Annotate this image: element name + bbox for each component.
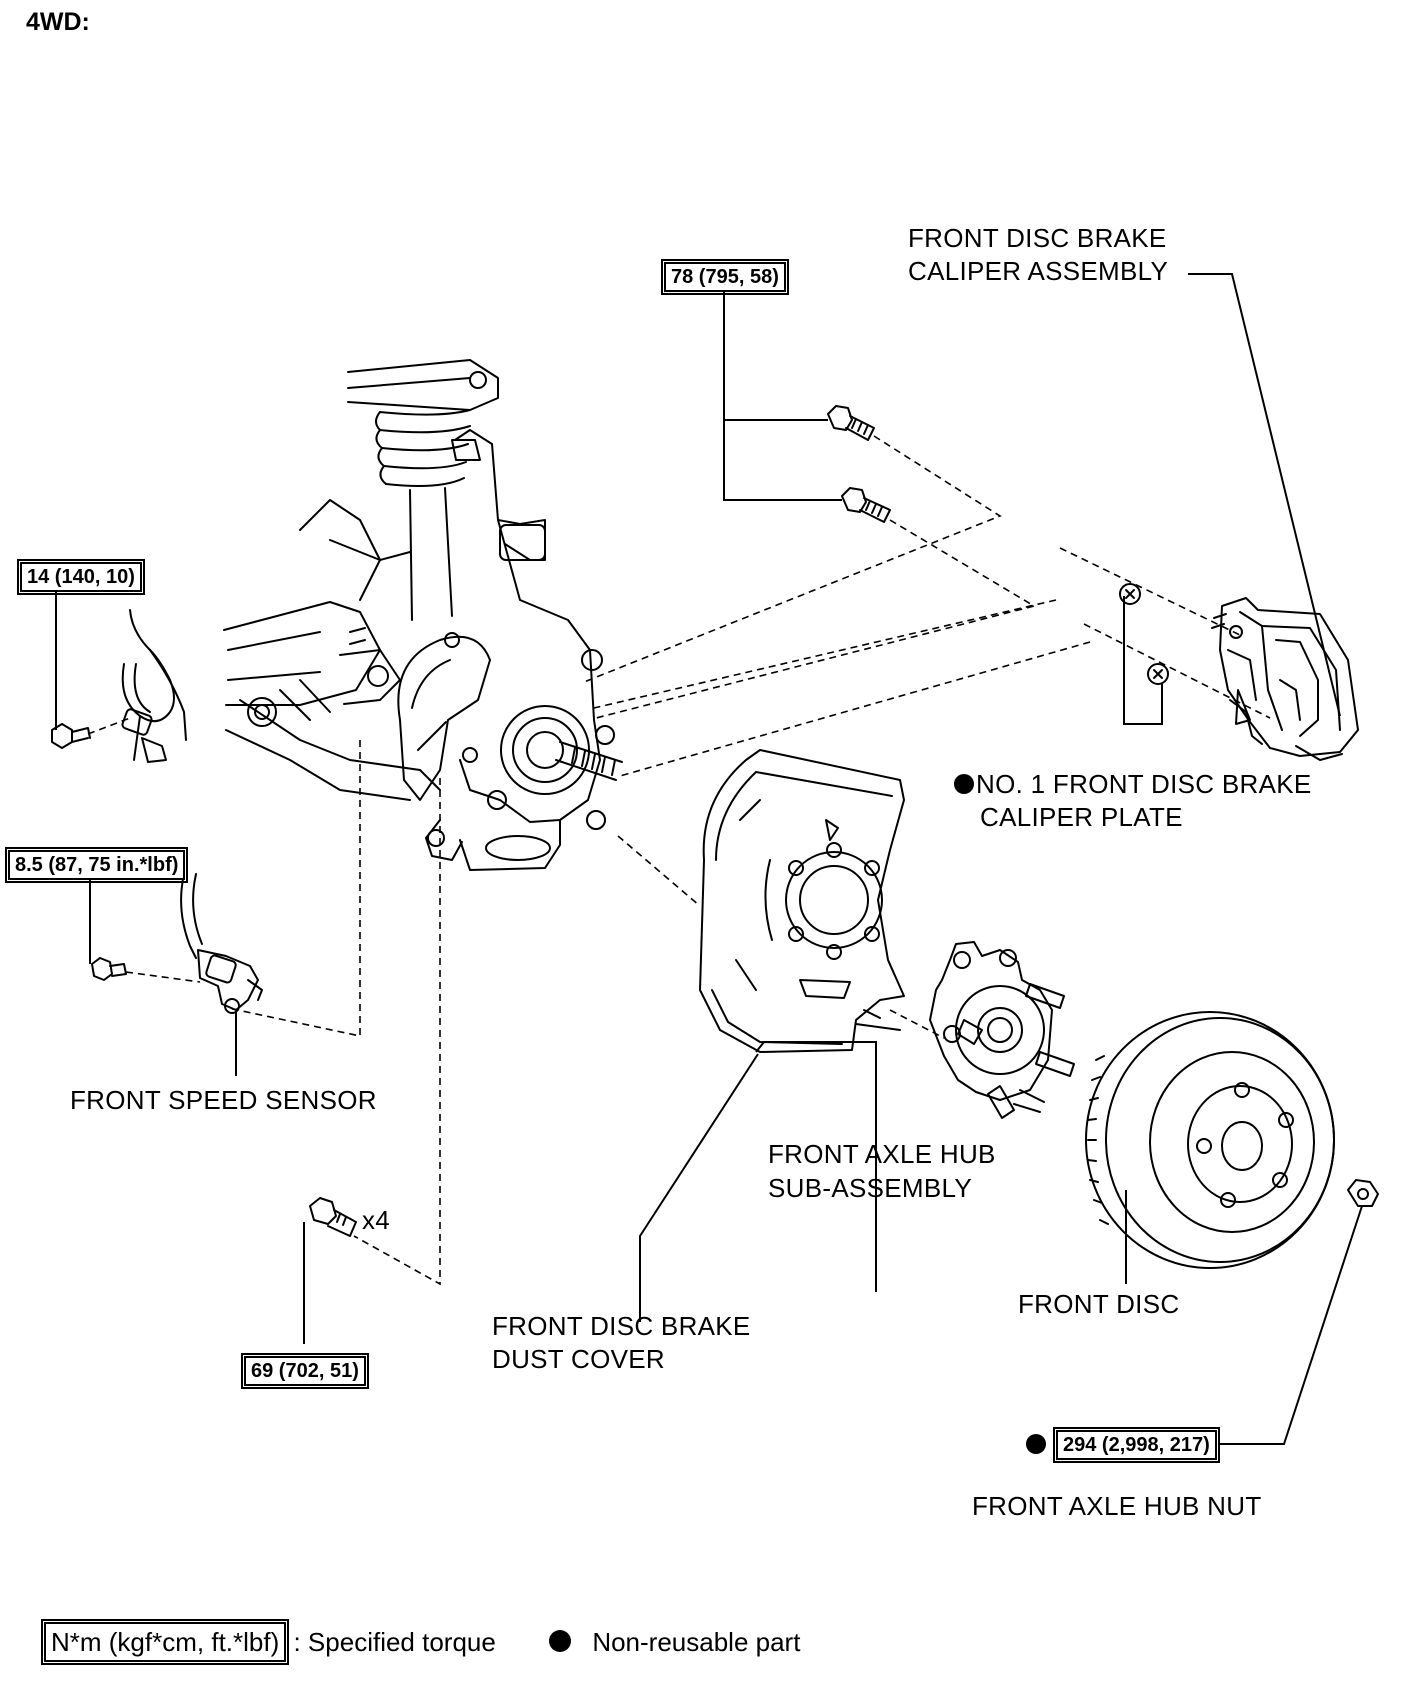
- label-dust-cover-line1: FRONT DISC BRAKE: [492, 1311, 751, 1341]
- nonreusable-dot-caliper-plate: [954, 774, 974, 794]
- speed-sensor-bolt: [91, 957, 127, 981]
- label-front-speed-sensor: FRONT SPEED SENSOR: [70, 1085, 377, 1115]
- caliper-plate-upper: [1119, 583, 1141, 605]
- knuckle-bolt: [309, 1197, 357, 1237]
- caliper-plate-lower: [1147, 663, 1169, 685]
- page-title: 4WD:: [26, 8, 90, 36]
- front-speed-sensor: [180, 873, 263, 1014]
- legend: N*m (kgf*cm, ft.*lbf) : Specified torque…: [40, 1619, 801, 1665]
- label-front-axle-hub-nut: FRONT AXLE HUB NUT: [972, 1491, 1262, 1521]
- front-disc: [1085, 1011, 1335, 1269]
- legend-torque-box: N*m (kgf*cm, ft.*lbf): [40, 1619, 290, 1665]
- label-dust-cover-line2: DUST COVER: [492, 1344, 665, 1374]
- dust-cover: [699, 749, 905, 1053]
- label-caliper-plate-line2: CALIPER PLATE: [980, 802, 1183, 832]
- label-front-disc: FRONT DISC: [1018, 1289, 1180, 1319]
- label-caliper-line2: CALIPER ASSEMBLY: [908, 256, 1169, 286]
- leader-lines: [55, 273, 1363, 1445]
- label-axle-hub-line2: SUB-ASSEMBLY: [768, 1173, 972, 1203]
- legend-nonreusable-text: Non-reusable part: [592, 1627, 801, 1657]
- legend-torque-text: : Specified torque: [293, 1627, 496, 1657]
- legend-nonreusable-dot: [549, 1630, 572, 1652]
- hub-nut: [1347, 1179, 1379, 1207]
- sensor-harness-clamp: [121, 609, 187, 763]
- caliper-bolt-upper: [827, 405, 875, 441]
- torque-speed-sensor-bolt: 8.5 (87, 75 in.*lbf): [4, 847, 189, 883]
- assembly-lines: [87, 435, 1271, 1286]
- label-bolt-quantity: x4: [362, 1205, 391, 1235]
- label-caliper-line1: FRONT DISC BRAKE: [908, 223, 1167, 253]
- label-caliper-plate-line1: NO. 1 FRONT DISC BRAKE: [954, 768, 1312, 801]
- nonreusable-dot-hub-nut: [1026, 1434, 1046, 1454]
- brake-caliper-assembly: [1211, 597, 1359, 761]
- label-axle-hub-line1: FRONT AXLE HUB: [768, 1139, 996, 1169]
- torque-knuckle-bolt: 69 (702, 51): [241, 1353, 369, 1389]
- torque-sensor-clamp-bolt: 14 (140, 10): [17, 559, 145, 595]
- clamp-bolt: [51, 723, 91, 749]
- steering-knuckle-assembly: [223, 359, 623, 871]
- axle-hub-assembly: [929, 941, 1075, 1119]
- caliper-bolt-lower: [841, 487, 891, 523]
- torque-hub-nut: 294 (2,998, 217): [1053, 1427, 1220, 1463]
- torque-caliper-bolt: 78 (795, 58): [661, 259, 789, 295]
